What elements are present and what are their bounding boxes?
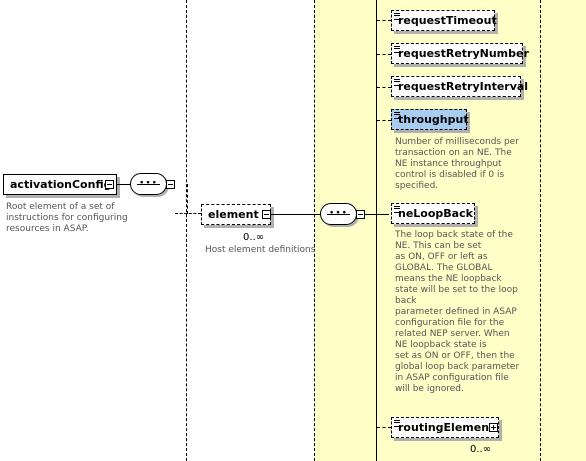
child-label: requestRetryNumber xyxy=(398,47,529,60)
element-doc: Host element definitions xyxy=(205,245,316,255)
root-collapse-icon[interactable] xyxy=(105,180,114,189)
guide-line xyxy=(186,0,187,461)
child-node-neLoopBack[interactable]: neLoopBack xyxy=(391,203,475,224)
connector-line xyxy=(187,184,188,214)
attribute-list-icon xyxy=(394,46,400,53)
connector-line xyxy=(377,427,391,428)
guide-line xyxy=(540,0,541,461)
child-node-throughput[interactable]: throughput xyxy=(391,109,469,130)
routingElement-cardinality: 0..∞ xyxy=(470,444,492,455)
connector-line xyxy=(377,54,391,55)
guide-line xyxy=(314,0,315,461)
throughput-doc: Number of milliseconds per transaction o… xyxy=(395,137,519,191)
root-element-node[interactable]: activationConfig xyxy=(3,174,117,195)
child-node-requestRetryNumber[interactable]: requestRetryNumber xyxy=(391,43,529,64)
children-bracket xyxy=(376,0,377,461)
element-collapse-icon[interactable] xyxy=(262,210,271,219)
sequence-dots-icon: ••• xyxy=(139,178,158,189)
attribute-list-icon xyxy=(394,79,400,86)
sequence-line xyxy=(327,214,350,215)
element-label: element xyxy=(208,208,259,221)
connector-line xyxy=(377,120,391,121)
child-label: requestTimeout xyxy=(398,14,497,27)
root-sequence-compositor[interactable]: ••• xyxy=(130,173,167,195)
element-cardinality: 0..∞ xyxy=(243,232,265,243)
element-node[interactable]: element xyxy=(201,204,271,225)
child-label: routingElement xyxy=(398,421,495,434)
connector-line xyxy=(271,214,323,215)
child-label: neLoopBack xyxy=(398,207,473,220)
attribute-list-icon xyxy=(394,206,400,213)
child-label: requestRetryInterval xyxy=(398,80,529,93)
attribute-list-icon xyxy=(394,112,400,119)
child-label: throughput xyxy=(398,113,469,126)
child-node-routingElement[interactable]: routingElement xyxy=(391,417,499,438)
connector-line xyxy=(365,214,389,215)
root-element-doc: Root element of a set of instructions fo… xyxy=(6,202,128,234)
connector-line xyxy=(117,184,132,185)
sequence-collapse-icon[interactable] xyxy=(356,210,365,219)
sequence-dots-icon: ••• xyxy=(329,208,348,219)
connector-line xyxy=(377,20,391,21)
routingElement-expand-icon[interactable] xyxy=(489,423,498,432)
child-node-requestTimeout[interactable]: requestTimeout xyxy=(391,10,497,31)
child-node-requestRetryInterval[interactable]: requestRetryInterval xyxy=(391,76,528,97)
element-sequence-compositor[interactable]: ••• xyxy=(320,203,357,225)
attribute-list-icon xyxy=(394,13,400,20)
attribute-list-icon xyxy=(394,420,400,427)
connector-line xyxy=(175,213,201,214)
sequence-line xyxy=(137,184,160,185)
root-element-label: activationConfig xyxy=(10,178,112,191)
neLoopBack-doc: The loop back state of the NE. This can … xyxy=(395,230,520,394)
connector-line xyxy=(377,87,391,88)
sequence-collapse-icon[interactable] xyxy=(166,180,175,189)
